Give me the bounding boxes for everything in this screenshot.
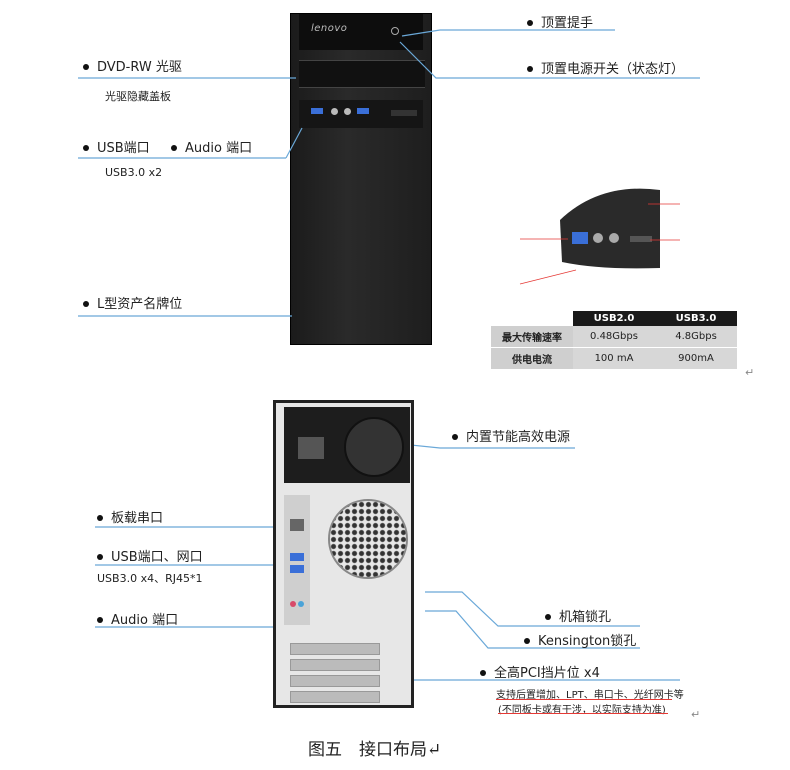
label-power: 顶置电源开关（状态灯） [527, 58, 684, 77]
label-asset: L型资产名牌位 [83, 293, 182, 312]
label-serial: 板载串口 [97, 507, 163, 526]
label-usb-front: USB端口 [83, 137, 150, 156]
header-usb2: USB2.0 [573, 311, 655, 326]
power-button-icon [391, 27, 399, 35]
brand-logo: lenovo [311, 23, 348, 34]
label-psu: 内置节能高效电源 [452, 426, 570, 445]
figure-caption: 图五 接口布局↵ [308, 740, 442, 760]
rear-io-panel [284, 495, 310, 625]
pci-note-underline [496, 699, 672, 700]
table-row: 最大传输速率 0.48Gbps 4.8Gbps [491, 326, 737, 348]
label-top-handle: 顶置提手 [527, 12, 593, 31]
pci-note-1: 支持后置增加、LPT、串口卡、光纤网卡等 [496, 690, 684, 701]
usb-spec-table: USB2.0 USB3.0 最大传输速率 0.48Gbps 4.8Gbps 供电… [491, 311, 737, 370]
dvd-drive [299, 60, 425, 88]
table-corner [491, 311, 573, 326]
label-pci: 全高PCI挡片位 x4 [480, 662, 600, 681]
label-audio-front: Audio 端口 [171, 137, 252, 156]
label-kensington: Kensington锁孔 [524, 630, 636, 649]
label-audio-rear: Audio 端口 [97, 609, 178, 628]
pci-note-2: (不同板卡或有干涉，以实际支持为准) [498, 705, 666, 716]
label-usb-net: USB端口、网口 [97, 546, 203, 565]
rear-fan-grille [328, 499, 408, 579]
label-chassis-lock: 机箱锁孔 [545, 606, 611, 625]
pci-note-underline-2 [498, 713, 668, 714]
label-usb-net-sub: USB3.0 x4、RJ45*1 [97, 572, 203, 585]
front-tower-image: lenovo [290, 13, 432, 345]
label-dvd-sub: 光驱隐藏盖板 [105, 90, 171, 103]
label-dvd: DVD-RW 光驱 [83, 56, 182, 75]
return-mark: ↵ [745, 366, 755, 379]
front-port-panel [299, 100, 423, 128]
header-usb3: USB3.0 [655, 311, 737, 326]
table-row: 供电电流 100 mA 900mA [491, 347, 737, 370]
power-supply [284, 407, 410, 483]
label-usb-sub: USB3.0 x2 [105, 166, 163, 179]
pci-slots [290, 643, 380, 703]
rear-tower-image [273, 400, 414, 708]
return-mark-2: ↵ [691, 708, 701, 721]
